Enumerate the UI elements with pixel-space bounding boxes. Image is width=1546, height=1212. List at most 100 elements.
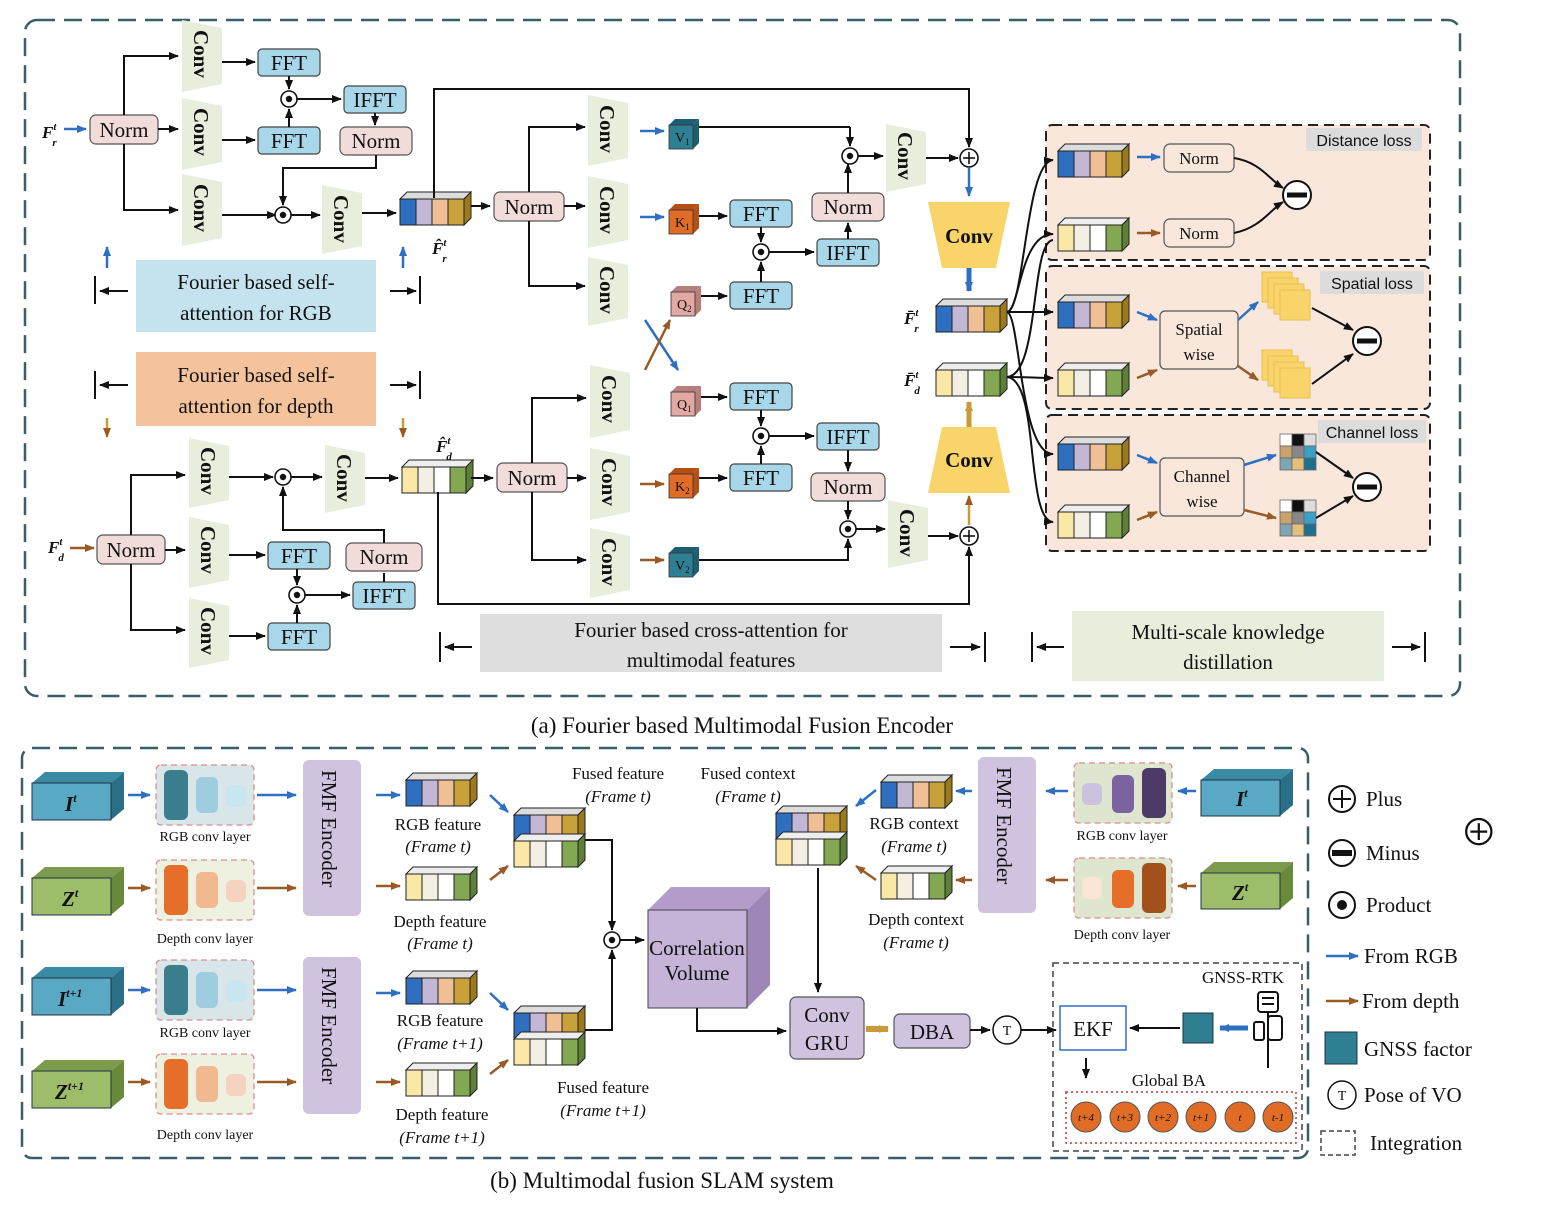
legend-pose-label: Pose of VO <box>1364 1083 1462 1107</box>
svg-text:GRU: GRU <box>805 1031 849 1055</box>
cross-conv-q2: Conv <box>588 257 628 326</box>
svg-text:t: t <box>1238 1112 1242 1124</box>
depth-feature-t-frame: (Frame t) <box>407 934 473 953</box>
legend-integration-icon <box>1320 1130 1356 1156</box>
encoder-frame <box>23 18 1462 698</box>
legend-product-label: Product <box>1366 893 1431 917</box>
spatial-loss-tag-bg <box>1320 271 1424 294</box>
svg-text:Norm: Norm <box>824 475 873 499</box>
legend-depth-label: From depth <box>1362 989 1460 1013</box>
svg-text:Zt: Zt <box>1231 880 1249 905</box>
svg-text:FFT: FFT <box>743 385 779 409</box>
rgb-hat-feature <box>399 191 472 226</box>
integration-box <box>1052 962 1303 1152</box>
rgb-product-1 <box>280 90 298 108</box>
fmf-encoder-1: FMF Encoder <box>303 760 361 916</box>
channel-minus <box>1352 472 1382 502</box>
rgb-conv-4: Conv <box>322 185 362 254</box>
svg-text:Q2: Q2 <box>677 298 692 314</box>
arrow <box>855 864 877 882</box>
cross-fft-k1: FFT <box>729 199 793 228</box>
rgb-feature-t1-frame: (Frame t+1) <box>397 1034 483 1053</box>
arrow <box>1315 495 1354 519</box>
legend-product-icon <box>1328 891 1356 919</box>
depth-conv-4: Conv <box>325 445 365 513</box>
cross-attention-label-line2: multimodal features <box>627 648 796 672</box>
rgb-feature-t-frame: (Frame t) <box>405 837 471 856</box>
depth-product-1 <box>274 468 292 486</box>
channel-rgb-feature <box>1057 436 1130 471</box>
arrow <box>489 1059 509 1075</box>
legend-gnss-icon <box>1324 1031 1358 1065</box>
arrow <box>1233 201 1284 234</box>
cross-ifft-depth: IFFT <box>816 422 880 451</box>
arrow <box>699 538 852 561</box>
svg-text:FFT: FFT <box>271 129 307 153</box>
svg-text:Conv: Conv <box>597 458 621 506</box>
rgb-self-attention-label-line1: Fourier based self- <box>177 270 334 294</box>
depth-self-attention-label-line1: Fourier based self- <box>177 363 334 387</box>
pose-node: T <box>992 1015 1022 1045</box>
svg-text:V2: V2 <box>675 559 690 575</box>
rgb-to-q1-cross-arrow <box>643 319 680 371</box>
svg-text:It+1: It+1 <box>57 986 82 1011</box>
svg-text:FFT: FFT <box>743 284 779 308</box>
arrow <box>279 155 377 206</box>
span-markers <box>94 276 1426 662</box>
svg-text:FFT: FFT <box>743 202 779 226</box>
depth-self-attention-label-line2: attention for depth <box>178 394 334 418</box>
cross-conv-k1: Conv <box>588 176 628 248</box>
svg-text:Conv: Conv <box>595 266 619 314</box>
svg-text:FFT: FFT <box>271 51 307 75</box>
fusion-conv-depth: Conv <box>928 427 1010 493</box>
depth-feature-t1-label: Depth feature <box>396 1105 489 1124</box>
svg-text:Conv: Conv <box>597 375 621 423</box>
cross-product-out-depth <box>839 520 857 538</box>
channel-loss-tag-bg <box>1318 420 1426 443</box>
svg-text:Conv: Conv <box>597 538 621 586</box>
cross-conv-q1: Conv <box>590 365 630 438</box>
arrow <box>585 839 616 931</box>
svg-text:Conv: Conv <box>196 607 220 655</box>
fused-feature-t1-frame: (Frame t+1) <box>560 1101 646 1120</box>
cross-fft-k2: FFT <box>729 463 793 492</box>
depth-hat-feature <box>401 459 474 494</box>
svg-text:Conv: Conv <box>189 108 213 156</box>
pose-graph-node-5: t-1 <box>1262 1101 1294 1133</box>
arrow <box>1237 364 1259 382</box>
spatial-depth-feature <box>1057 362 1130 397</box>
depth-conv-layer-t1 <box>155 1053 255 1115</box>
depth-plus <box>959 526 979 546</box>
svg-text:t+1: t+1 <box>1193 1112 1209 1124</box>
arrow <box>1136 453 1158 465</box>
pose-graph-node-4: t <box>1224 1101 1256 1133</box>
correlation-product <box>603 931 621 949</box>
depth-conv-layer-right <box>1073 857 1173 919</box>
dba-box: DBA <box>893 1013 971 1049</box>
svg-text:Spatial: Spatial <box>1175 320 1222 339</box>
svg-text:wise: wise <box>1183 345 1214 364</box>
rgb-self-attention-label-line2: attention for RGB <box>180 301 332 325</box>
distance-minus <box>1282 180 1312 210</box>
svg-text:Conv: Conv <box>189 184 213 232</box>
depth-residual <box>437 492 973 605</box>
svg-text:IFFT: IFFT <box>353 88 396 112</box>
svg-text:EKF: EKF <box>1073 1017 1113 1041</box>
rgb-ifft: IFFT <box>343 85 407 114</box>
arrow <box>1136 510 1158 522</box>
cross-conv-out-depth: Conv <box>888 500 928 568</box>
fused-feature-t1 <box>513 1005 586 1066</box>
svg-text:Norm: Norm <box>505 195 554 219</box>
fused-context-label: Fused context <box>701 764 796 783</box>
depth-feature-t <box>405 866 478 901</box>
q1-block: Q1 <box>670 386 701 417</box>
fused-feature-t-label: Fused feature <box>572 764 664 783</box>
encoder-caption: (a) Fourier based Multimodal Fusion Enco… <box>531 713 954 738</box>
rgb-norm-2: Norm <box>339 126 413 156</box>
rgb-fft-2: FFT <box>257 126 321 155</box>
legend: Plus Minus Product From RGB From depth G… <box>1320 785 1493 1156</box>
